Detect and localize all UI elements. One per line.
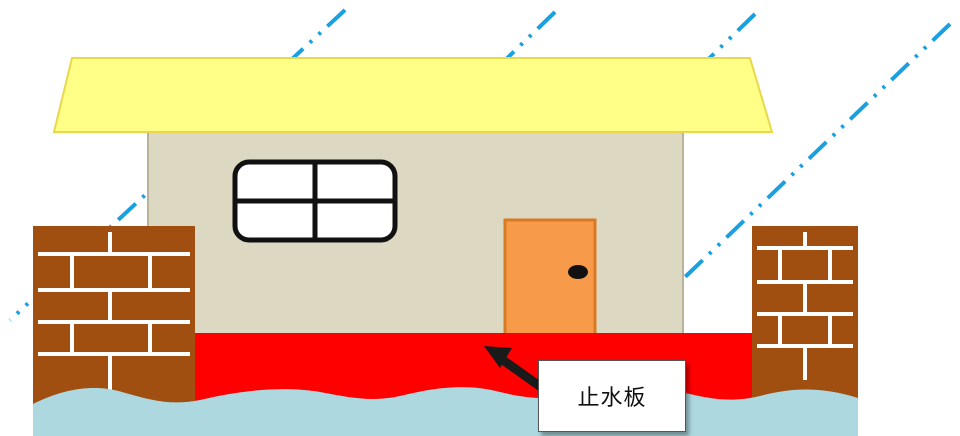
callout-label: 止水板: [577, 386, 647, 411]
door-knob: [568, 265, 588, 279]
window: [232, 159, 398, 243]
door: [503, 218, 597, 340]
callout-box: 止水板: [538, 360, 686, 432]
brick-wall-right: [752, 226, 858, 416]
house-wall: [147, 111, 684, 351]
brick-wall-left: [33, 226, 195, 416]
house-roof: [52, 57, 774, 133]
